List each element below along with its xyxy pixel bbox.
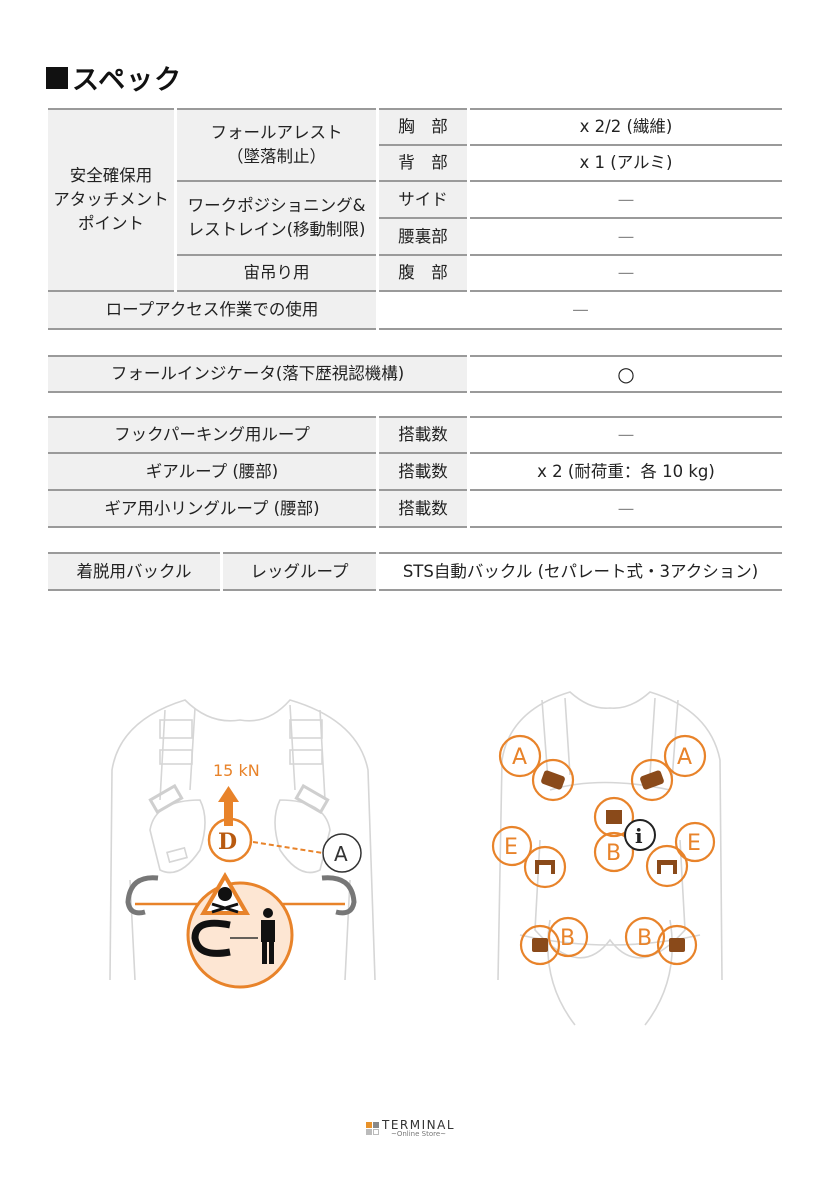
loop-sub-cell: 搭載数 xyxy=(379,454,467,491)
location-label: 腰裏部 xyxy=(398,226,448,246)
loop-value-cell: — xyxy=(470,491,782,528)
buckle-table: 着脱用バックル レッグループ STS自動バックル (セパレート式・3アクション) xyxy=(48,552,782,591)
group-label-line: 安全確保用 xyxy=(69,166,153,186)
info-icon xyxy=(624,819,656,851)
svg-text:B: B xyxy=(560,926,575,951)
buckle-label-cell: 着脱用バックル xyxy=(48,552,220,591)
loop-label-cell: ギア用小リングループ (腰部) xyxy=(48,491,376,528)
group-label-line: ポイント xyxy=(78,213,144,233)
loop-label-cell: ギアループ (腰部) xyxy=(48,454,376,491)
back-harness-illustration: A A B E E B B i xyxy=(480,680,740,1040)
loop-label-cell: フックパーキング用ループ xyxy=(48,416,376,454)
location-label: 背 部 xyxy=(398,153,448,173)
svg-text:B: B xyxy=(637,926,652,951)
harness-back-drawing: A A B E E B B i xyxy=(491,691,723,1026)
suspension-cell: 宙吊り用 xyxy=(177,256,376,292)
fall-indicator-value-cell: ○ xyxy=(470,355,782,393)
callout-labels: A A B E E B B xyxy=(504,745,701,951)
loop-label: ギア用小リングループ (腰部) xyxy=(104,498,320,518)
fall-indicator-value: ○ xyxy=(617,361,635,386)
location-cell: 胸 部 xyxy=(379,108,467,146)
value-text: — xyxy=(617,189,635,209)
square-bullet-icon xyxy=(46,66,68,89)
location-cell: 背 部 xyxy=(379,146,467,182)
rope-access-label: ロープアクセス作業での使用 xyxy=(105,300,319,320)
location-cell: 腰裏部 xyxy=(379,219,467,256)
fall-arrest-cell: フォールアレスト （墜落制止） xyxy=(177,108,376,182)
location-label: サイド xyxy=(398,189,448,209)
buckle-value-cell: STS自動バックル (セパレート式・3アクション) xyxy=(379,552,782,591)
work-positioning-sublabel: レストレイン(移動制限) xyxy=(187,220,366,239)
fall-indicator-table: フォールインジケータ(落下歴視認機構) ○ xyxy=(48,355,782,393)
loop-sub-label: 搭載数 xyxy=(398,425,448,445)
skull-icon xyxy=(218,887,232,901)
buckle-label: 着脱用バックル xyxy=(76,561,192,581)
loop-value: — xyxy=(617,498,635,518)
value-text: x 1 (アルミ) xyxy=(579,153,673,173)
front-harness-illustration: 15 kN D A xyxy=(90,680,390,990)
rope-access-value-cell: — xyxy=(379,292,782,330)
group-label-cell: 安全確保用 アタッチメント ポイント xyxy=(48,108,174,292)
footer-logo: TERMINAL ~Online Store~ xyxy=(366,1119,455,1138)
person-icon xyxy=(261,908,275,964)
loop-sub-label: 搭載数 xyxy=(398,498,448,518)
value-text: — xyxy=(617,263,635,283)
work-positioning-cell: ワークポジショニング& レストレイン(移動制限) xyxy=(177,182,376,256)
location-label: 腹 部 xyxy=(398,263,448,283)
loop-value-cell: — xyxy=(470,416,782,454)
rope-access-value: — xyxy=(572,300,589,320)
loop-value-cell: x 2 (耐荷重：各 10 kg) xyxy=(470,454,782,491)
value-cell: — xyxy=(470,219,782,256)
buckle-value: STS自動バックル (セパレート式・3アクション) xyxy=(402,561,759,581)
attachment-points-table: 安全確保用 アタッチメント ポイント フォールアレスト （墜落制止） ワークポジ… xyxy=(48,108,782,330)
location-cell: 腹 部 xyxy=(379,256,467,292)
svg-text:A: A xyxy=(334,842,348,866)
svg-text:A: A xyxy=(512,745,527,770)
buckle-sub-label: レッグループ xyxy=(250,561,349,581)
value-text: — xyxy=(617,226,635,246)
location-label: 胸 部 xyxy=(398,117,448,137)
page-title: スペック xyxy=(46,58,182,97)
loop-sub-cell: 搭載数 xyxy=(379,416,467,454)
svg-text:A: A xyxy=(677,745,692,770)
work-positioning-label: ワークポジショニング& xyxy=(187,196,366,216)
loop-label: ギアループ (腰部) xyxy=(145,461,279,481)
suspension-label: 宙吊り用 xyxy=(243,263,310,283)
logo-name: TERMINAL xyxy=(382,1118,456,1132)
location-cell: サイド xyxy=(379,182,467,219)
value-cell: — xyxy=(470,256,782,292)
fall-arrest-sublabel: （墜落制止） xyxy=(227,147,326,166)
svg-text:E: E xyxy=(504,835,518,860)
loop-sub-cell: 搭載数 xyxy=(379,491,467,528)
svg-text:E: E xyxy=(687,831,701,856)
value-cell: — xyxy=(470,182,782,219)
page-title-text: スペック xyxy=(72,65,183,96)
buckle-sub-cell: レッグループ xyxy=(223,552,376,591)
fall-indicator-label: フォールインジケータ(落下歴視認機構) xyxy=(110,364,405,384)
svg-text:D: D xyxy=(218,829,237,855)
terminal-logo-icon xyxy=(366,1122,379,1135)
value-text: x 2/2 (繊維) xyxy=(579,117,673,137)
rope-access-label-cell: ロープアクセス作業での使用 xyxy=(48,292,376,330)
svg-text:i: i xyxy=(635,824,643,848)
fall-arrest-label: フォールアレスト xyxy=(210,123,343,143)
svg-text:B: B xyxy=(606,841,621,866)
loop-label: フックパーキング用ループ xyxy=(114,425,310,445)
buckle-icons xyxy=(532,770,685,952)
fall-indicator-label-cell: フォールインジケータ(落下歴視認機構) xyxy=(48,355,467,393)
harness-front-drawing: 15 kN D A xyxy=(109,699,376,989)
loop-value: x 2 (耐荷重：各 10 kg) xyxy=(537,461,715,481)
force-label: 15 kN xyxy=(213,761,260,780)
logo-tagline: ~Online Store~ xyxy=(390,1130,447,1138)
loops-table: フックパーキング用ループ 搭載数 — ギアループ (腰部) 搭載数 x 2 (耐… xyxy=(48,416,782,528)
group-label-line: アタッチメント xyxy=(53,190,169,210)
value-cell: x 2/2 (繊維) xyxy=(470,108,782,146)
value-cell: x 1 (アルミ) xyxy=(470,146,782,182)
loop-sub-label: 搭載数 xyxy=(398,461,448,481)
loop-value: — xyxy=(617,425,635,445)
callout-a-icon xyxy=(322,833,362,873)
